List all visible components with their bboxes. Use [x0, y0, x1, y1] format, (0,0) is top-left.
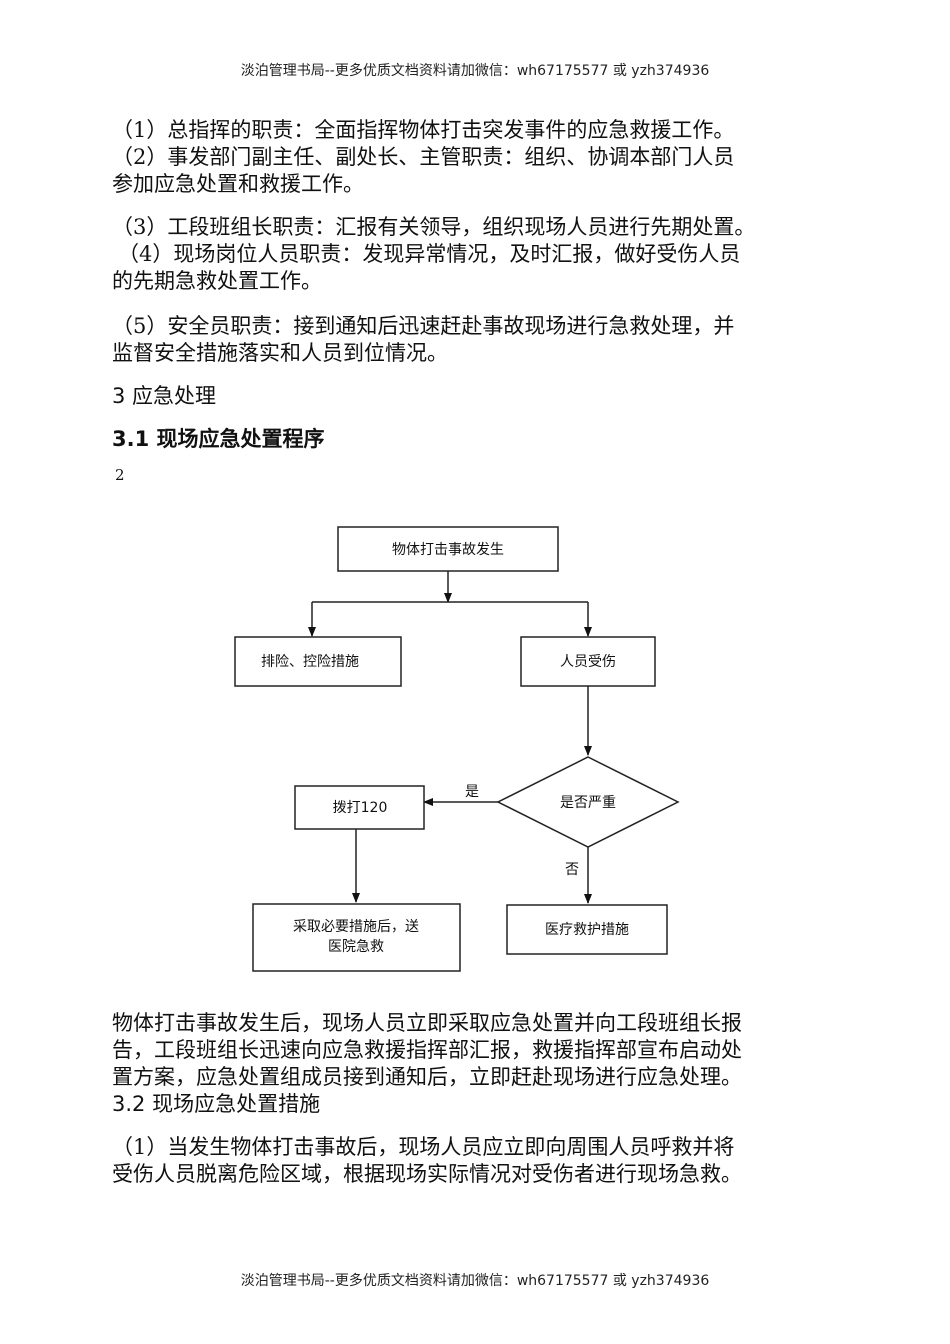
duty-5-line1: （5）安全员职责：接到通知后迅速赶赴事故现场进行急救处理，并: [112, 314, 735, 338]
start-label: 物体打击事故发生: [392, 541, 504, 558]
hazard-control-label: 排险、控险措施: [261, 654, 359, 670]
call-120-label: 拨打120: [333, 799, 388, 816]
start-box: [337, 526, 559, 572]
flow-desc-line1: 物体打击事故发生后，现场人员立即采取应急处置并向工段班组长报: [112, 1011, 742, 1035]
no-label: 否: [565, 862, 579, 878]
medical-treatment-label: 医疗救护措施: [545, 922, 629, 938]
section-3-1-title: 3.1 现场应急处置程序: [112, 427, 325, 451]
flow-desc-line2: 告，工段班组长迅速向应急救援指挥部汇报，救援指挥部宣布启动处: [112, 1038, 742, 1062]
yes-label: 是: [465, 784, 479, 800]
page-header: 淡泊管理书局--更多优质文档资料请加微信：wh67175577 或 yzh374…: [240, 63, 710, 79]
call-120-box: [294, 785, 425, 830]
page-mark: 2: [115, 466, 125, 484]
page-footer: 淡泊管理书局--更多优质文档资料请加微信：wh67175577 或 yzh374…: [240, 1273, 710, 1289]
decision-label: 是否严重: [560, 795, 616, 811]
duty-5-line2: 监督安全措施落实和人员到位情况。: [112, 341, 448, 365]
hospital-label-line1: 采取必要措施后，送: [293, 919, 419, 935]
flow-desc-line3: 置方案，应急处置组成员接到通知后，立即赶赴现场进行应急处理。: [112, 1065, 742, 1089]
measure-1-line1: （1）当发生物体打击事故后，现场人员应立即向周围人员呼救并将: [112, 1135, 735, 1159]
section-3-title: 3 应急处理: [112, 384, 217, 408]
duty-2-line2: 参加应急处置和救援工作。: [112, 172, 364, 196]
hospital-label-line2: 医院急救: [328, 939, 384, 955]
medical-treatment-box: [506, 904, 668, 955]
duty-3: （3）工段班组长职责：汇报有关领导，组织现场人员进行先期处置。: [112, 215, 756, 239]
hazard-control-box: [234, 636, 402, 687]
hospital-box: [252, 903, 461, 972]
duty-4-line1: （4）现场岗位人员职责：发现异常情况，及时汇报，做好受伤人员: [118, 242, 741, 266]
measure-1-line2: 受伤人员脱离危险区域，根据现场实际情况对受伤者进行现场急救。: [112, 1162, 742, 1186]
duty-1: （1）总指挥的职责：全面指挥物体打击突发事件的应急救援工作。: [112, 118, 735, 142]
duty-2-line1: （2）事发部门副主任、副处长、主管职责：组织、协调本部门人员: [112, 145, 735, 169]
duty-4-line2: 的先期急救处置工作。: [112, 269, 322, 293]
section-3-2-title: 3.2 现场应急处置措施: [112, 1092, 321, 1116]
injury-label: 人员受伤: [560, 654, 616, 670]
